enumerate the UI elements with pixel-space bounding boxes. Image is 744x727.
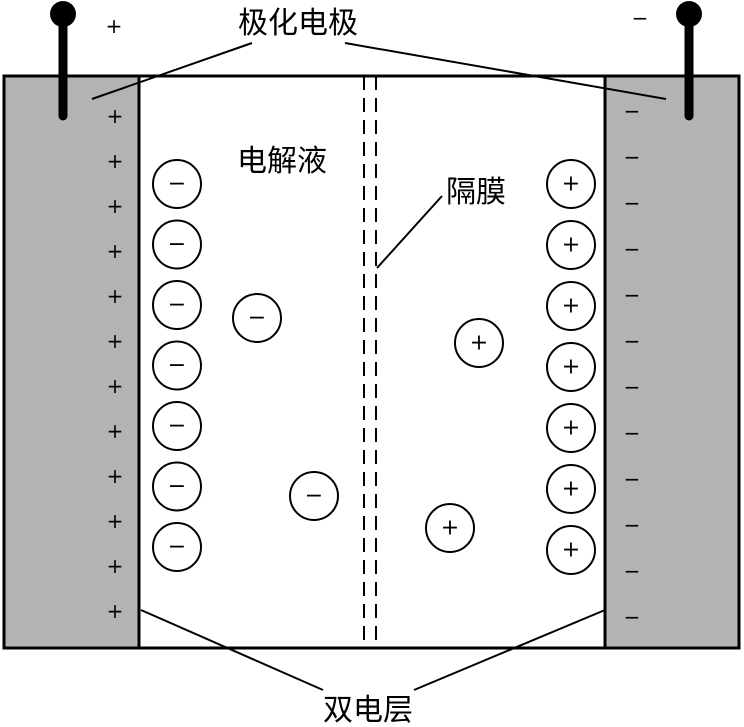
left-electrode [2,74,141,650]
cation-circle [546,525,596,575]
left-double-layer-ions: − − − − − − − [152,159,202,572]
anion-circle [152,401,202,451]
cation-sign: + [562,416,580,441]
separator-label: 隔膜 [446,175,506,210]
free-anion-sign: − [305,484,323,509]
free-cation-circle [454,318,504,368]
cation-circle [546,342,596,392]
right-electrode-charge: − [624,99,641,123]
polarized-electrode-pointer-left [91,42,253,100]
cation-sign: + [562,477,580,502]
right-electrode-charge: − [624,605,641,629]
anion-sign: − [168,414,186,439]
left-electrode-charge: + [107,239,124,263]
left-electrode-charge: + [107,194,124,218]
cation-sign: + [562,355,580,380]
right-electrode [603,74,741,650]
anion-circle [152,340,202,391]
anion-circle [152,219,202,270]
polarized-electrode-label: 极化电极 [238,6,358,41]
anion-sign: − [168,172,186,197]
left-electrode-charge: + [107,374,124,398]
anion-sign: − [168,353,186,378]
right-electrode-charges: − − − − − − − − − − − − [624,99,641,629]
left-electrode-charge: + [107,284,124,308]
right-electrode-charge: − [624,467,641,491]
anion-circle [152,159,202,209]
right-electrode-charge: − [624,421,641,445]
right-electrode-charge: − [624,329,641,353]
polarized-electrode-pointer-right [344,42,667,100]
anion-sign: − [168,535,186,560]
right-electrode-charge: − [624,375,641,399]
anion-circle [152,522,202,572]
cation-circle [546,159,596,209]
cation-sign: + [562,538,580,563]
right-electrode-charge: − [624,237,641,261]
cation-circle [546,403,596,453]
free-anion-circle [289,471,339,521]
right-electrode-charge: − [624,513,641,537]
cation-sign: + [562,172,580,197]
left-electrode-charge: + [107,554,124,578]
anion-sign: − [168,232,186,257]
left-terminal-knob [50,1,76,27]
cation-sign: + [562,294,580,319]
free-anion-circle [232,293,282,343]
cation-circle [546,464,596,514]
right-double-layer-ions: + + + + + + + [546,159,596,575]
positive-terminal-sign: + [106,14,123,38]
left-electrode-charges: + + + + + + + + + + + + [107,104,124,623]
right-terminal-knob [676,1,702,27]
left-electrode-charge: + [107,329,124,353]
right-electrode-charge: − [624,559,641,583]
anion-sign: − [168,474,186,499]
cation-circle [546,281,596,331]
free-cation-sign: + [470,331,488,356]
negative-terminal-sign: − [632,6,649,30]
cation-sign: + [562,233,580,258]
double-layer-label: 双电层 [323,693,413,727]
anion-circle [152,280,202,330]
free-cation-sign: + [441,516,459,541]
left-electrode-charge: + [107,419,124,443]
right-electrode-charge: − [624,145,641,169]
right-electrode-charge: − [624,283,641,307]
anion-sign: − [168,293,186,318]
right-electrode-charge: − [624,191,641,215]
separator-pointer [376,195,443,269]
double-layer-pointer-left [140,609,324,691]
left-electrode-charge: + [107,509,124,533]
left-electrode-charge: + [107,599,124,623]
left-electrode-charge: + [107,464,124,488]
electrolyte-label: 电解液 [237,144,327,179]
left-electrode-charge: + [107,104,124,128]
free-ions: − + − + [232,293,504,553]
double-layer-pointer-right [413,609,606,691]
cation-circle [546,220,596,270]
free-cation-circle [425,503,475,553]
left-electrode-charge: + [107,149,124,173]
free-anion-sign: − [248,306,266,331]
anion-circle [152,461,202,512]
